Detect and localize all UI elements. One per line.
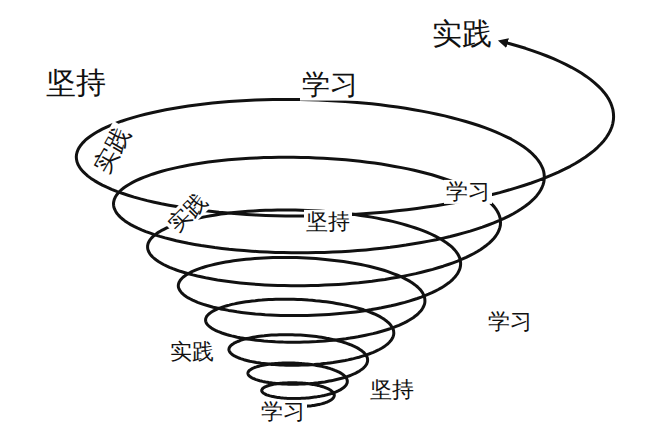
cycle-label: 坚持 <box>44 66 108 99</box>
cycle-label: 实践 <box>162 187 213 238</box>
cycle-label: 学习 <box>300 70 360 101</box>
cycle-label: 学习 <box>259 400 307 424</box>
spiral-line <box>76 42 613 407</box>
cycle-label: 坚持 <box>368 378 416 402</box>
cycle-label: 实践 <box>168 340 216 364</box>
cycle-label: 学习 <box>444 180 492 204</box>
cycle-label: 学习 <box>486 310 534 334</box>
cycle-label: 实践 <box>88 121 137 179</box>
cycle-label: 实践 <box>430 17 494 50</box>
cycle-label: 坚持 <box>304 210 352 234</box>
